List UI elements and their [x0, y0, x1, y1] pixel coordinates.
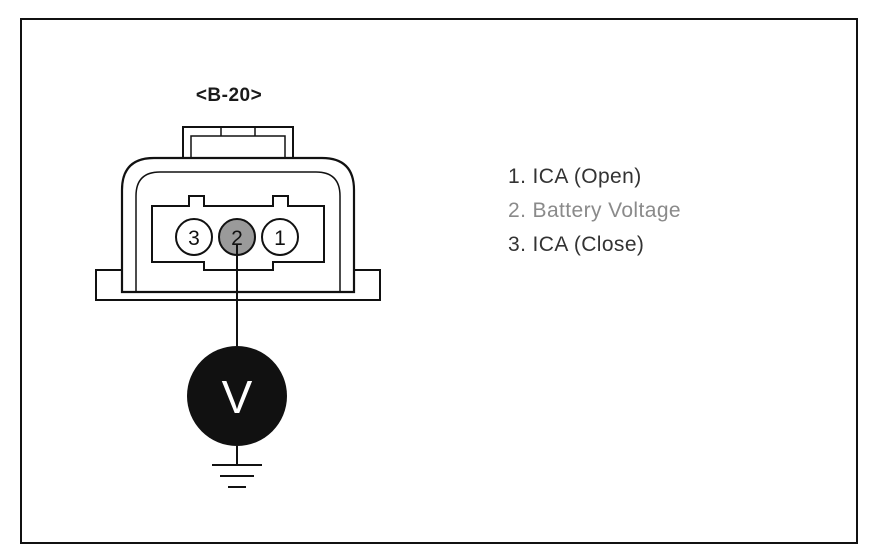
voltmeter-letter: V	[222, 371, 253, 423]
pin-legend: 1. ICA (Open) 2. Battery Voltage 3. ICA …	[508, 160, 681, 262]
pin-1: 1	[261, 218, 299, 256]
ground-icon	[212, 464, 262, 488]
voltmeter-icon: V	[187, 346, 287, 446]
pin-3-label: 3	[188, 227, 200, 250]
pin-1-label: 1	[274, 227, 286, 250]
legend-item-1: 1. ICA (Open)	[508, 165, 642, 188]
pin-2-label: 2	[231, 227, 243, 250]
legend-item-3: 3. ICA (Close)	[508, 233, 645, 256]
connector-latch	[182, 126, 294, 158]
pin-3: 3	[175, 218, 213, 256]
legend-item-2: 2. Battery Voltage	[508, 199, 681, 222]
connector-label: <B-20>	[196, 85, 262, 106]
